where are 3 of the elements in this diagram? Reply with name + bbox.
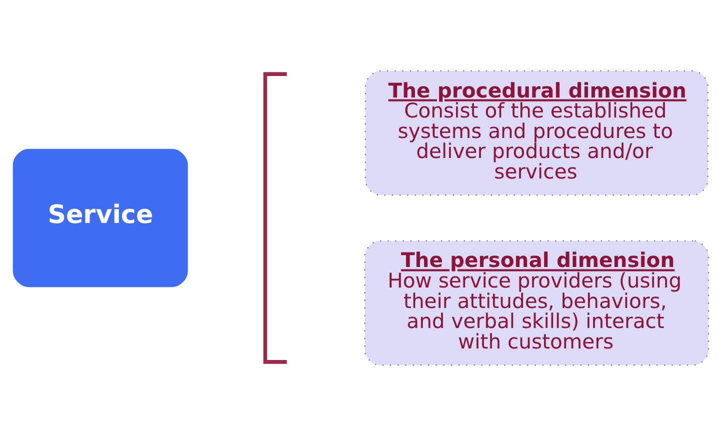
node-box: The procedural dimension Consist of the established systems and procedures to deliver products and/or services [364,70,709,196]
node-box: The personal dimension How service providers (using their attitudes, behaviors, and verbal skills) interact with customers [364,240,710,366]
node-box: Service [12,148,188,288]
